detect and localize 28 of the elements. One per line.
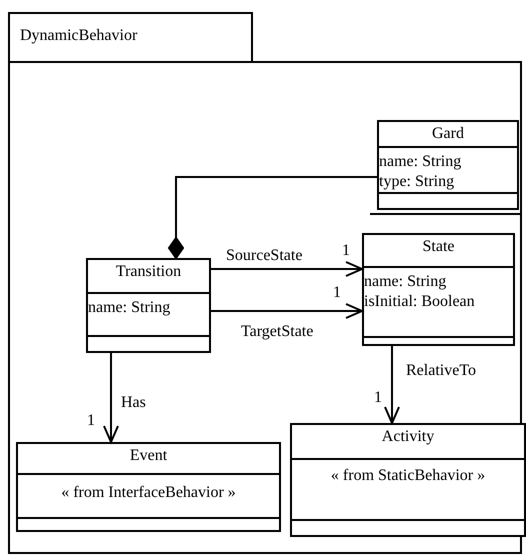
package-name: DynamicBehavior (20, 27, 138, 45)
class-box (290, 423, 526, 537)
edge-label: TargetState (240, 323, 314, 341)
class-name: State (422, 238, 454, 255)
class-box (377, 120, 519, 210)
stereotype-text: « from InterfaceBehavior » (61, 484, 236, 501)
attribute-text: isInitial: Boolean (364, 293, 475, 310)
multiplicity-label: 1 (373, 389, 383, 407)
multiplicity-label: 1 (86, 412, 96, 430)
attribute-text: name: String (379, 153, 462, 170)
attribute-text: name: String (364, 273, 446, 290)
class-name: Gard (432, 125, 464, 142)
stereotype-text: « from StaticBehavior » (330, 467, 486, 484)
class-box (362, 233, 515, 346)
association-arrow (103, 353, 119, 443)
class-name: Event (130, 447, 168, 464)
association-arrow (384, 346, 400, 424)
class-name: Transition (116, 263, 182, 280)
association-arrow (211, 261, 363, 277)
attribute-text: name: String (88, 299, 170, 316)
class-box (86, 258, 211, 353)
multiplicity-label: 1 (341, 242, 351, 260)
attribute-text: type: String (379, 173, 454, 190)
composition-line (168, 176, 377, 259)
multiplicity-label: 1 (332, 284, 342, 302)
class-box (16, 442, 281, 532)
association-arrow (211, 303, 363, 319)
class-name: Activity (382, 428, 434, 445)
